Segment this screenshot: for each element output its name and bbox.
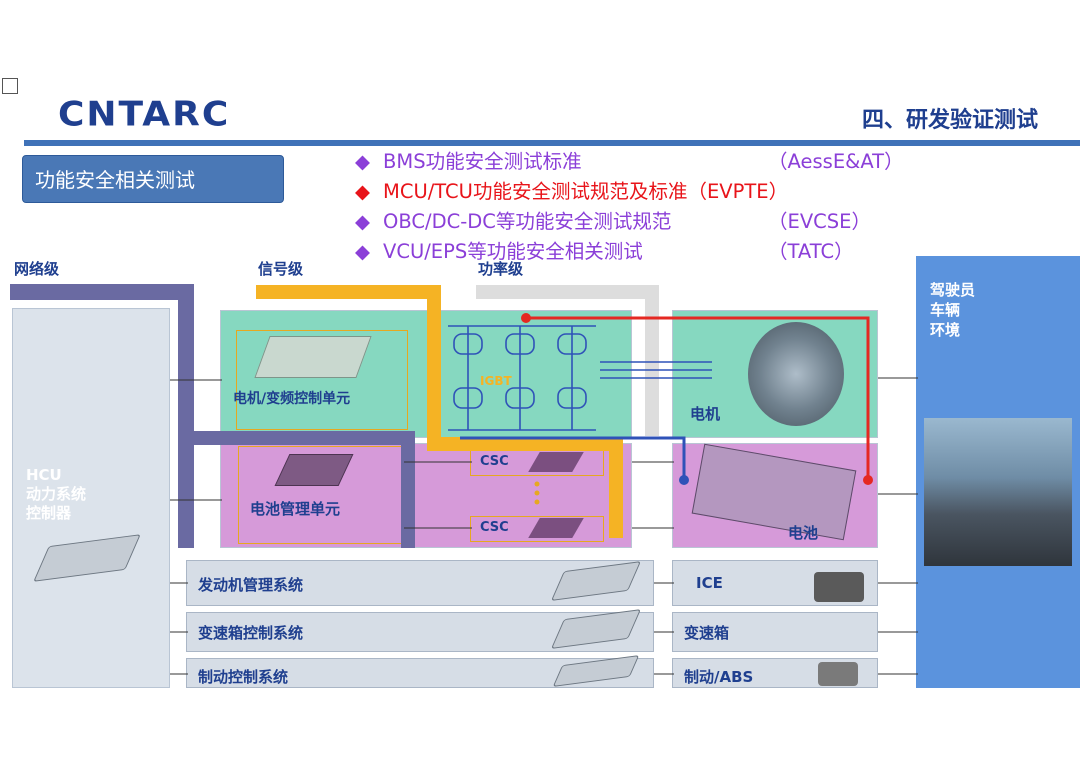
hcu-label-line: 控制器 <box>26 504 72 522</box>
component-row <box>672 612 878 652</box>
component-row-label: 制动/ABS <box>684 668 754 686</box>
hcu-panel <box>12 308 170 688</box>
standard-item: ◆ VCU/EPS等功能安全相关测试 （TATC） <box>355 237 904 267</box>
standard-org: （EVCSE） <box>768 210 871 233</box>
signal-level-label: 信号级 <box>258 260 304 278</box>
igbt-bridge <box>448 325 596 431</box>
motor-label: 电机 <box>690 405 721 423</box>
header-divider <box>24 140 1080 146</box>
motor-image <box>748 322 844 426</box>
standard-item: ◆ OBC/DC-DC等功能安全测试规范 （EVCSE） <box>355 207 904 237</box>
power-line-red <box>526 316 870 480</box>
power-node <box>521 313 531 323</box>
csc-dot <box>534 481 540 487</box>
standards-list: ◆ BMS功能安全测试标准 （AessE&AT） ◆ MCU/TCU功能安全测试… <box>355 147 904 267</box>
system-row-label: 发动机管理系统 <box>198 576 304 594</box>
hcu-label: HCU 动力系统 控制器 <box>26 466 86 523</box>
engine-image <box>814 572 864 602</box>
standard-text: VCU/EPS等功能安全相关测试 <box>383 240 643 263</box>
power-node <box>679 475 689 485</box>
standard-item: ◆ BMS功能安全测试标准 （AessE&AT） <box>355 147 904 177</box>
component-row-label: 变速箱 <box>684 624 730 642</box>
power-bus <box>476 285 659 436</box>
csc-label-1: CSC <box>480 454 509 469</box>
motor-controller-label: 电机/变频控制单元 <box>233 391 351 407</box>
diamond-icon: ◆ <box>355 240 370 263</box>
csc-box-2 <box>470 516 604 542</box>
csc-dot <box>534 490 540 496</box>
logo: CNTARC <box>58 95 231 134</box>
checkbox[interactable] <box>2 78 18 94</box>
standard-org: （TATC） <box>768 240 854 263</box>
standard-org: （AessE&AT） <box>768 150 904 173</box>
standard-text: BMS功能安全测试标准 <box>383 150 582 173</box>
system-row-label: 变速箱控制系统 <box>198 624 304 642</box>
component-row-label: ICE <box>696 574 723 592</box>
diamond-icon: ◆ <box>355 150 370 173</box>
power-level-label: 功率级 <box>478 260 524 278</box>
standard-text: OBC/DC-DC等功能安全测试规范 <box>383 210 672 233</box>
network-level-label: 网络级 <box>14 260 60 278</box>
section-title: 四、研发验证测试 <box>861 108 1038 133</box>
diamond-icon: ◆ <box>355 210 370 233</box>
topic-label: 功能安全相关测试 <box>22 155 284 203</box>
csc-label-2: CSC <box>480 520 509 535</box>
environment-label-line: 环境 <box>930 321 961 339</box>
motor-controller-box <box>236 330 408 430</box>
environment-label-line: 驾驶员 <box>930 281 976 299</box>
standard-text: MCU/TCU功能安全测试规范及标准 <box>383 180 688 203</box>
csc-dot <box>534 499 540 505</box>
blue-line <box>460 436 686 480</box>
network-bus <box>10 284 194 548</box>
standard-item: ◆ MCU/TCU功能安全测试规范及标准 （EVPTE） <box>355 177 904 207</box>
standard-org: （EVPTE） <box>687 180 789 203</box>
diamond-icon: ◆ <box>355 180 370 203</box>
signal-bus <box>256 285 623 538</box>
power-node <box>863 475 873 485</box>
igbt-label: IGBT <box>480 374 512 388</box>
abs-image <box>818 662 858 686</box>
vehicle-photo <box>924 418 1072 566</box>
hcu-label-line: 动力系统 <box>26 485 87 503</box>
battery-label: 电池 <box>788 524 819 542</box>
system-row-label: 制动控制系统 <box>198 668 289 686</box>
connector-lines <box>170 377 918 675</box>
environment-label: 驾驶员 车辆 环境 <box>930 280 975 340</box>
hcu-label-line: HCU <box>26 466 62 484</box>
bms-label: 电池管理单元 <box>250 500 341 518</box>
network-bus-branch <box>186 431 415 548</box>
environment-label-line: 车辆 <box>930 301 961 319</box>
